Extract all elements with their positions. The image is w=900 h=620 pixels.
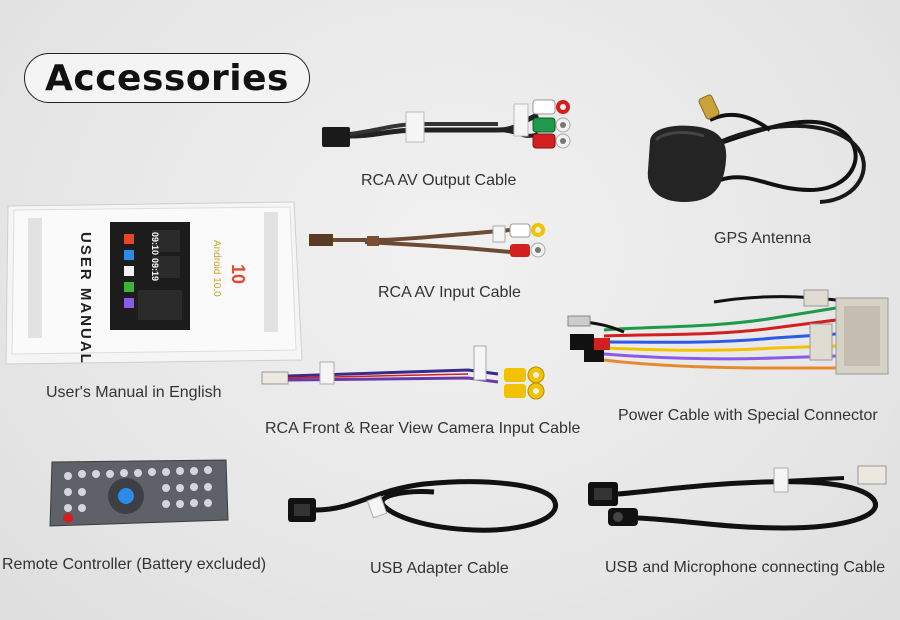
- manual-clock-1: 09:10: [150, 232, 160, 256]
- usb-mic-cable-image: [584, 462, 894, 542]
- manual-android-version: Android 10.0: [211, 240, 222, 297]
- manual-clock-2: 09:19: [150, 258, 160, 282]
- remote-controller-image: [48, 458, 230, 528]
- page-title: Accessories: [45, 57, 289, 99]
- caption-power: Power Cable with Special Connector: [618, 407, 878, 424]
- caption-manual: User's Manual in English: [46, 384, 222, 401]
- manual-heading: USER MANUAL: [77, 232, 94, 365]
- caption-gps: GPS Antenna: [714, 230, 811, 247]
- manual-heading-area: USER MANUAL: [72, 232, 96, 365]
- caption-usb-adapter: USB Adapter Cable: [370, 560, 509, 577]
- rca-input-cable-image: [305, 222, 570, 267]
- title-badge: Accessories: [24, 53, 310, 103]
- caption-usb-mic: USB and Microphone connecting Cable: [605, 559, 886, 576]
- rca-output-cable-image: [318, 90, 593, 155]
- caption-camera: RCA Front & Rear View Camera Input Cable: [265, 420, 581, 437]
- user-manual-image: [2, 200, 308, 370]
- caption-remote: Remote Controller (Battery excluded): [2, 556, 267, 573]
- manual-version-logo: 10: [228, 264, 248, 285]
- caption-rca-input: RCA AV Input Cable: [378, 284, 521, 301]
- gps-antenna-image: [640, 90, 880, 220]
- caption-rca-output: RCA AV Output Cable: [361, 172, 517, 189]
- power-cable-image: [564, 288, 894, 398]
- usb-adapter-cable-image: [284, 470, 564, 550]
- camera-input-cable-image: [258, 342, 558, 406]
